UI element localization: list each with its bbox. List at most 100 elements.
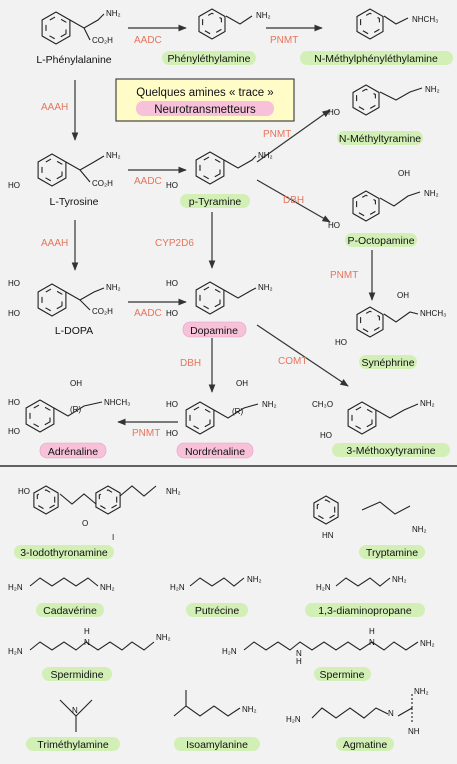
atom-nh2-dopamine: NH₂ <box>258 283 273 292</box>
hl-p-octopamine <box>345 233 417 247</box>
atom-ho-oct: HO <box>328 221 340 230</box>
hl-trimethylamine <box>26 737 120 751</box>
atom-h-spm-2: H <box>369 627 375 636</box>
chain-tyrosine-acid <box>79 169 91 183</box>
atom-ho-syn: HO <box>335 338 347 347</box>
ring-n-methylphenylethylamine-inner <box>360 12 380 36</box>
atom-nh2-cad: NH₂ <box>100 583 115 592</box>
chain-dopamine <box>223 287 257 299</box>
ring-phenylalanine <box>41 11 71 45</box>
cadaverine-skeleton <box>29 577 99 587</box>
ring-phenylethylamine-inner <box>202 12 222 36</box>
ring-p-octopamine <box>352 190 380 222</box>
hl-spermidine <box>42 667 112 681</box>
spermine-skeleton <box>243 641 419 651</box>
atom-ho-dopamine-2: HO <box>166 309 178 318</box>
chain-ldopa <box>65 287 105 301</box>
atom-co2h-tyr: CO₂H <box>92 179 113 188</box>
atom-ch3o-3mt: CH₃O <box>312 400 333 409</box>
compound-names: L-Phénylalanine Phényléthylamine N-Méthy… <box>20 53 438 751</box>
ring-adrenaline-inner <box>29 403 51 429</box>
atom-nh2-dap: NH₂ <box>392 575 407 584</box>
atom-ho-ne-2: HO <box>166 429 178 438</box>
name-p-tyramine: p-Tyramine <box>189 196 242 208</box>
name-tryptamine: Tryptamine <box>366 547 418 559</box>
name-phenylethylamine: Phényléthylamine <box>168 53 251 65</box>
atom-nh2-nmt: NH₂ <box>425 85 440 94</box>
atom-nh2-3mt: NH₂ <box>420 399 435 408</box>
chain-tyrosine <box>65 155 105 171</box>
atom-ho-3mt: HO <box>320 431 332 440</box>
name-dopamine: Dopamine <box>190 325 238 337</box>
ring-iodothyronamine-a <box>33 485 59 515</box>
ring-iodothyronamine-b <box>95 485 121 515</box>
ring-synephrine-inner <box>360 310 380 334</box>
atom-nh2-pea: NH₂ <box>256 11 271 20</box>
label-highlights <box>14 51 453 751</box>
name-phenylalanine: L-Phénylalanine <box>36 54 111 66</box>
chain-p-tyramine <box>223 155 257 169</box>
atom-ho-tyr: HO <box>8 181 20 190</box>
atom-nh2-oct: NH₂ <box>424 189 439 198</box>
atom-oh-oct: OH <box>398 169 410 178</box>
hl-putrescine <box>186 603 248 617</box>
ring-n-methyltyramine <box>352 84 380 116</box>
hl-n-methylphenylethylamine <box>300 51 453 65</box>
atom-nh2-tyramine: NH₂ <box>258 151 273 160</box>
chain-methoxytyramine <box>375 403 419 419</box>
ring-phenylethylamine <box>198 8 226 40</box>
atom-oh-adr: OH <box>70 379 82 388</box>
name-ldopa: L-DOPA <box>55 325 93 337</box>
ring-tryptamine-inner <box>316 499 336 521</box>
atom-nh2-spd: NH₂ <box>156 633 171 642</box>
atom-h2n-spd: H₂N <box>8 647 23 656</box>
hl-cadaverine <box>36 603 104 617</box>
enzyme-aaah-1: AAAH <box>41 102 68 113</box>
atom-n-spm-1: N <box>296 649 302 658</box>
atom-i-t1am: I <box>112 533 114 542</box>
enzyme-pnmt-3: PNMT <box>330 270 358 281</box>
hl-adrenaline <box>39 442 107 459</box>
atom-nh2-put: NH₂ <box>247 575 262 584</box>
atom-nhch3-syn: NHCH₃ <box>420 309 446 318</box>
name-tyrosine: L-Tyrosine <box>49 196 98 208</box>
hl-synephrine <box>359 355 417 369</box>
atom-h2n-spm: H₂N <box>222 647 237 656</box>
extra-bonds <box>29 485 419 732</box>
chain-p-octopamine <box>379 191 421 207</box>
atom-ho-t1am: HO <box>18 487 30 496</box>
atom-nh2-agm-2: NH <box>408 727 420 736</box>
atom-nhch3-nmpea: NHCH₃ <box>412 15 438 24</box>
atom-nh2-tyr: NH₂ <box>106 151 121 160</box>
name-adrenaline: Adrénaline <box>48 446 98 458</box>
atom-nh2-spm: NH₂ <box>420 639 435 648</box>
name-spermidine: Spermidine <box>50 669 103 681</box>
atom-r-ne: (R) <box>232 407 243 416</box>
isoamylamine-skeleton <box>185 690 241 717</box>
ring-methoxytyramine <box>347 401 377 435</box>
atom-h2n-cad: H₂N <box>8 583 23 592</box>
enzyme-comt: COMT <box>278 356 307 367</box>
atom-nh2-t1am: NH₂ <box>166 487 181 496</box>
atom-h2n-agm: H₂N <box>286 715 301 724</box>
chain-noradrenaline <box>213 403 259 419</box>
atom-n-spd: N <box>84 638 90 647</box>
arrow-tyramine-to-oct <box>256 179 331 223</box>
atom-nh2-iso: NH₂ <box>242 705 257 714</box>
chain-n-methyltyramine <box>379 87 423 101</box>
name-diaminopropane: 1,3-diaminopropane <box>318 605 412 617</box>
name-methoxytyramine: 3-Méthoxytyramine <box>346 445 435 457</box>
ring-tyrosine-inner <box>41 157 63 183</box>
atom-n-agm: N <box>388 709 394 718</box>
atom-ho-adr-1: HO <box>8 398 20 407</box>
ring-synephrine <box>356 306 384 338</box>
atom-ho-adr-2: HO <box>8 427 20 436</box>
atom-n-tma: N <box>72 706 78 715</box>
ring-adrenaline <box>25 399 55 433</box>
ring-ldopa <box>37 283 67 317</box>
ring-dopamine <box>195 281 225 315</box>
name-trimethylamine: Triméthylamine <box>37 739 109 751</box>
chain-synephrine <box>383 311 419 323</box>
atom-ho-ldopa-1: HO <box>8 279 20 288</box>
name-n-methylphenylethylamine: N-Méthylphényléthylamine <box>314 53 438 65</box>
